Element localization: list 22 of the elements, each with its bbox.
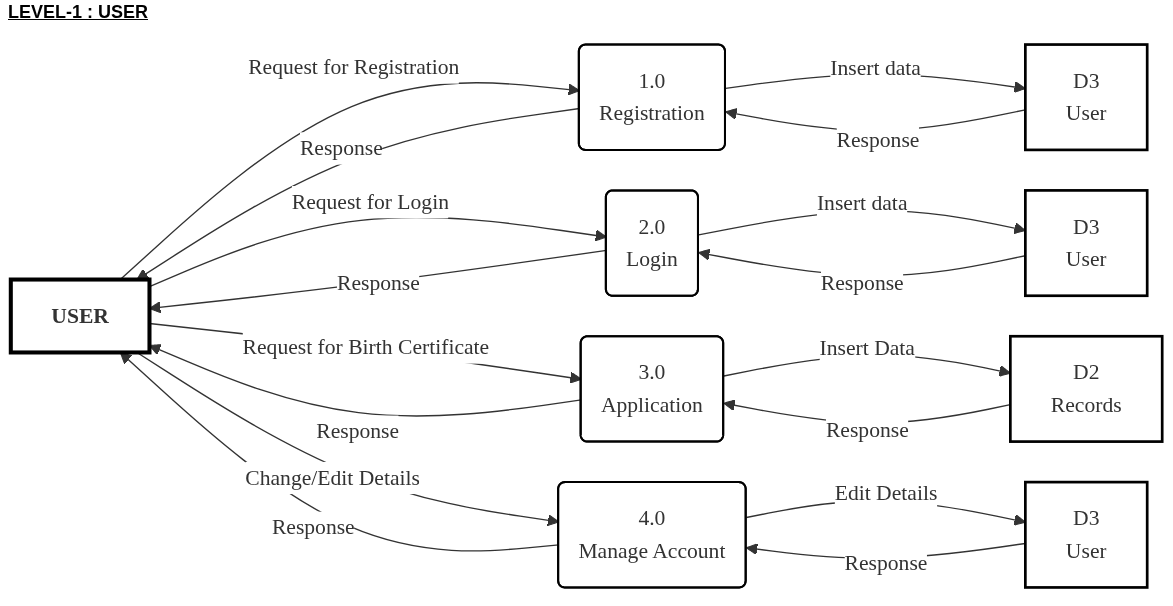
node-box: USER bbox=[8, 277, 152, 355]
node-box: D3 User bbox=[1024, 189, 1149, 298]
edge-label: Response bbox=[820, 271, 904, 295]
edge-label: Insert Data bbox=[819, 335, 915, 359]
edge-label: Edit Details bbox=[834, 481, 938, 505]
edge-label: Response bbox=[825, 417, 909, 441]
edge-label: Change/Edit Details bbox=[245, 465, 420, 489]
node-box: D3 User bbox=[1024, 43, 1149, 152]
node-box: D3 User bbox=[1024, 480, 1149, 589]
node-box: D2 Records bbox=[1009, 334, 1164, 443]
edge-label: Response bbox=[844, 551, 928, 575]
edge-label: Response bbox=[299, 136, 383, 160]
edge-label: Response bbox=[836, 128, 920, 152]
edge-label: Insert data bbox=[816, 190, 908, 214]
edge-label: Response bbox=[337, 270, 420, 294]
edge-label: Response bbox=[316, 419, 400, 443]
edge-label: Insert data bbox=[830, 55, 921, 79]
edge-label: Request for Birth Certificate bbox=[242, 335, 490, 359]
edge-label: Request for Login bbox=[291, 190, 449, 214]
edge-label: Request for Registration bbox=[248, 55, 460, 79]
diagram-title: LEVEL-1 : USER bbox=[8, 2, 149, 23]
edge-label: Response bbox=[271, 515, 355, 539]
